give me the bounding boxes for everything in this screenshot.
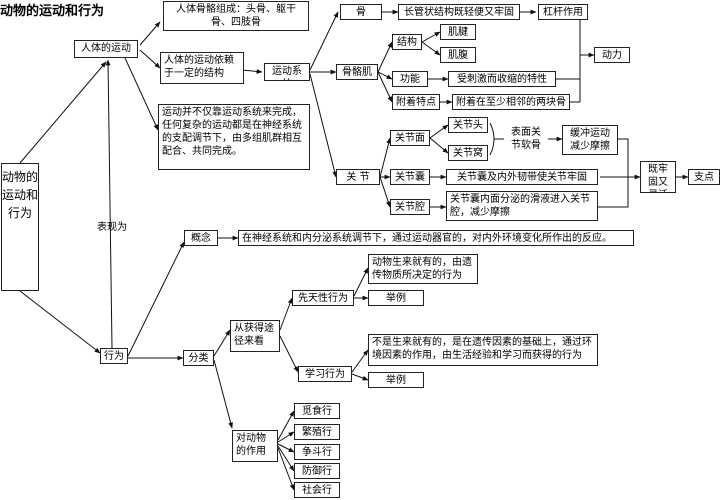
xuexi-desc-node: 不是生来就有的，是在遗传因素的基础上，通过环境因素的作用，由生活经验和学习而获得… <box>368 334 598 366</box>
xiantian-node: 先天性行为 <box>292 290 354 306</box>
behavior-item: 繁殖行为 <box>294 424 340 440</box>
jiegou-node: 结构 <box>392 34 422 50</box>
guanjiemian-node: 关节面 <box>390 130 430 146</box>
root-node: 动物的运动和行为 <box>1 163 39 291</box>
laogu-node: 既牢固又灵活 <box>640 161 676 193</box>
juli2-node: 举例 <box>368 372 424 388</box>
yundong-xitong-node: 运动系统 <box>264 63 310 81</box>
fuzhe-node: 附着特点 <box>392 94 440 110</box>
behavior-item: 争斗行为 <box>294 444 340 460</box>
behavior-item: 社会行为 <box>294 482 340 498</box>
guanjieqiang-node: 关节腔 <box>390 199 430 215</box>
guge-node: 人体骨骼组成：头骨、躯干骨、四肢骨 <box>163 1 309 31</box>
buzhi-node: 运动并不仅靠运动系统来完成，任何复杂的运动都是在神经系统的支配调节下，由多组肌群… <box>158 104 310 170</box>
juli1-node: 举例 <box>368 290 424 306</box>
ganggan-node: 杠杆作用 <box>538 4 588 20</box>
gugeji-node: 骨骼肌 <box>336 64 378 80</box>
zhidian-node: 支点 <box>688 169 720 185</box>
fenlei-node: 分类 <box>183 350 214 366</box>
gu-node: 骨 <box>340 4 382 20</box>
ruangu-node: 表面关节软骨 <box>511 127 541 151</box>
dongli-node: 动力 <box>594 47 630 63</box>
zuoyong-node: 对动物的作用 <box>232 430 278 462</box>
gainian-node: 概念 <box>184 230 218 246</box>
behavior-item: 觅食行为 <box>294 403 340 419</box>
huanchong-node: 缓冲运动减少摩擦 <box>562 125 618 155</box>
fuzhe-desc-node: 附着在至少相邻的两块骨上 <box>452 94 570 110</box>
gongneng-desc-node: 受刺激而收缩的特性 <box>448 71 556 87</box>
yilai-node: 人体的运动依赖于一定的结构 <box>160 52 244 84</box>
jifu-node: 肌腹 <box>440 47 476 63</box>
behavior-item: 防御行为 <box>294 463 340 479</box>
jijian-node: 肌腱 <box>440 24 476 40</box>
guanjietou-node: 关节头 <box>448 117 488 133</box>
xuexi-node: 学习行为 <box>298 366 352 382</box>
diagram-title: 动物的运动和行为 <box>0 4 105 19</box>
xingwei-node: 行为 <box>100 348 128 364</box>
gainian-desc-node: 在神经系统和内分泌系统调节下，通过运动器官的，对内外环境变化所作出的反应。 <box>238 230 634 246</box>
guanjie-node: 关 节 <box>336 169 380 185</box>
guanjienang-node: 关节囊 <box>390 169 430 185</box>
nang-desc-node: 关节囊及内外韧带使关节牢固 <box>446 169 598 185</box>
qiang-desc-node: 关节囊内面分泌的滑液进入关节腔，减少摩擦 <box>446 191 598 221</box>
biaoxian-label: 表现为 <box>97 222 127 233</box>
tujing-node: 从获得途径来看 <box>230 320 280 352</box>
gongneng-node: 功能 <box>392 71 428 87</box>
gu-desc-node: 长管状结构既轻便又牢固 <box>398 4 520 20</box>
renti-yundong-node: 人体的运动 <box>74 40 138 58</box>
xiantian-desc-node: 动物生来就有的，由遗传物质所决定的行为 <box>368 254 478 284</box>
guanjiewo-node: 关节窝 <box>448 145 488 161</box>
